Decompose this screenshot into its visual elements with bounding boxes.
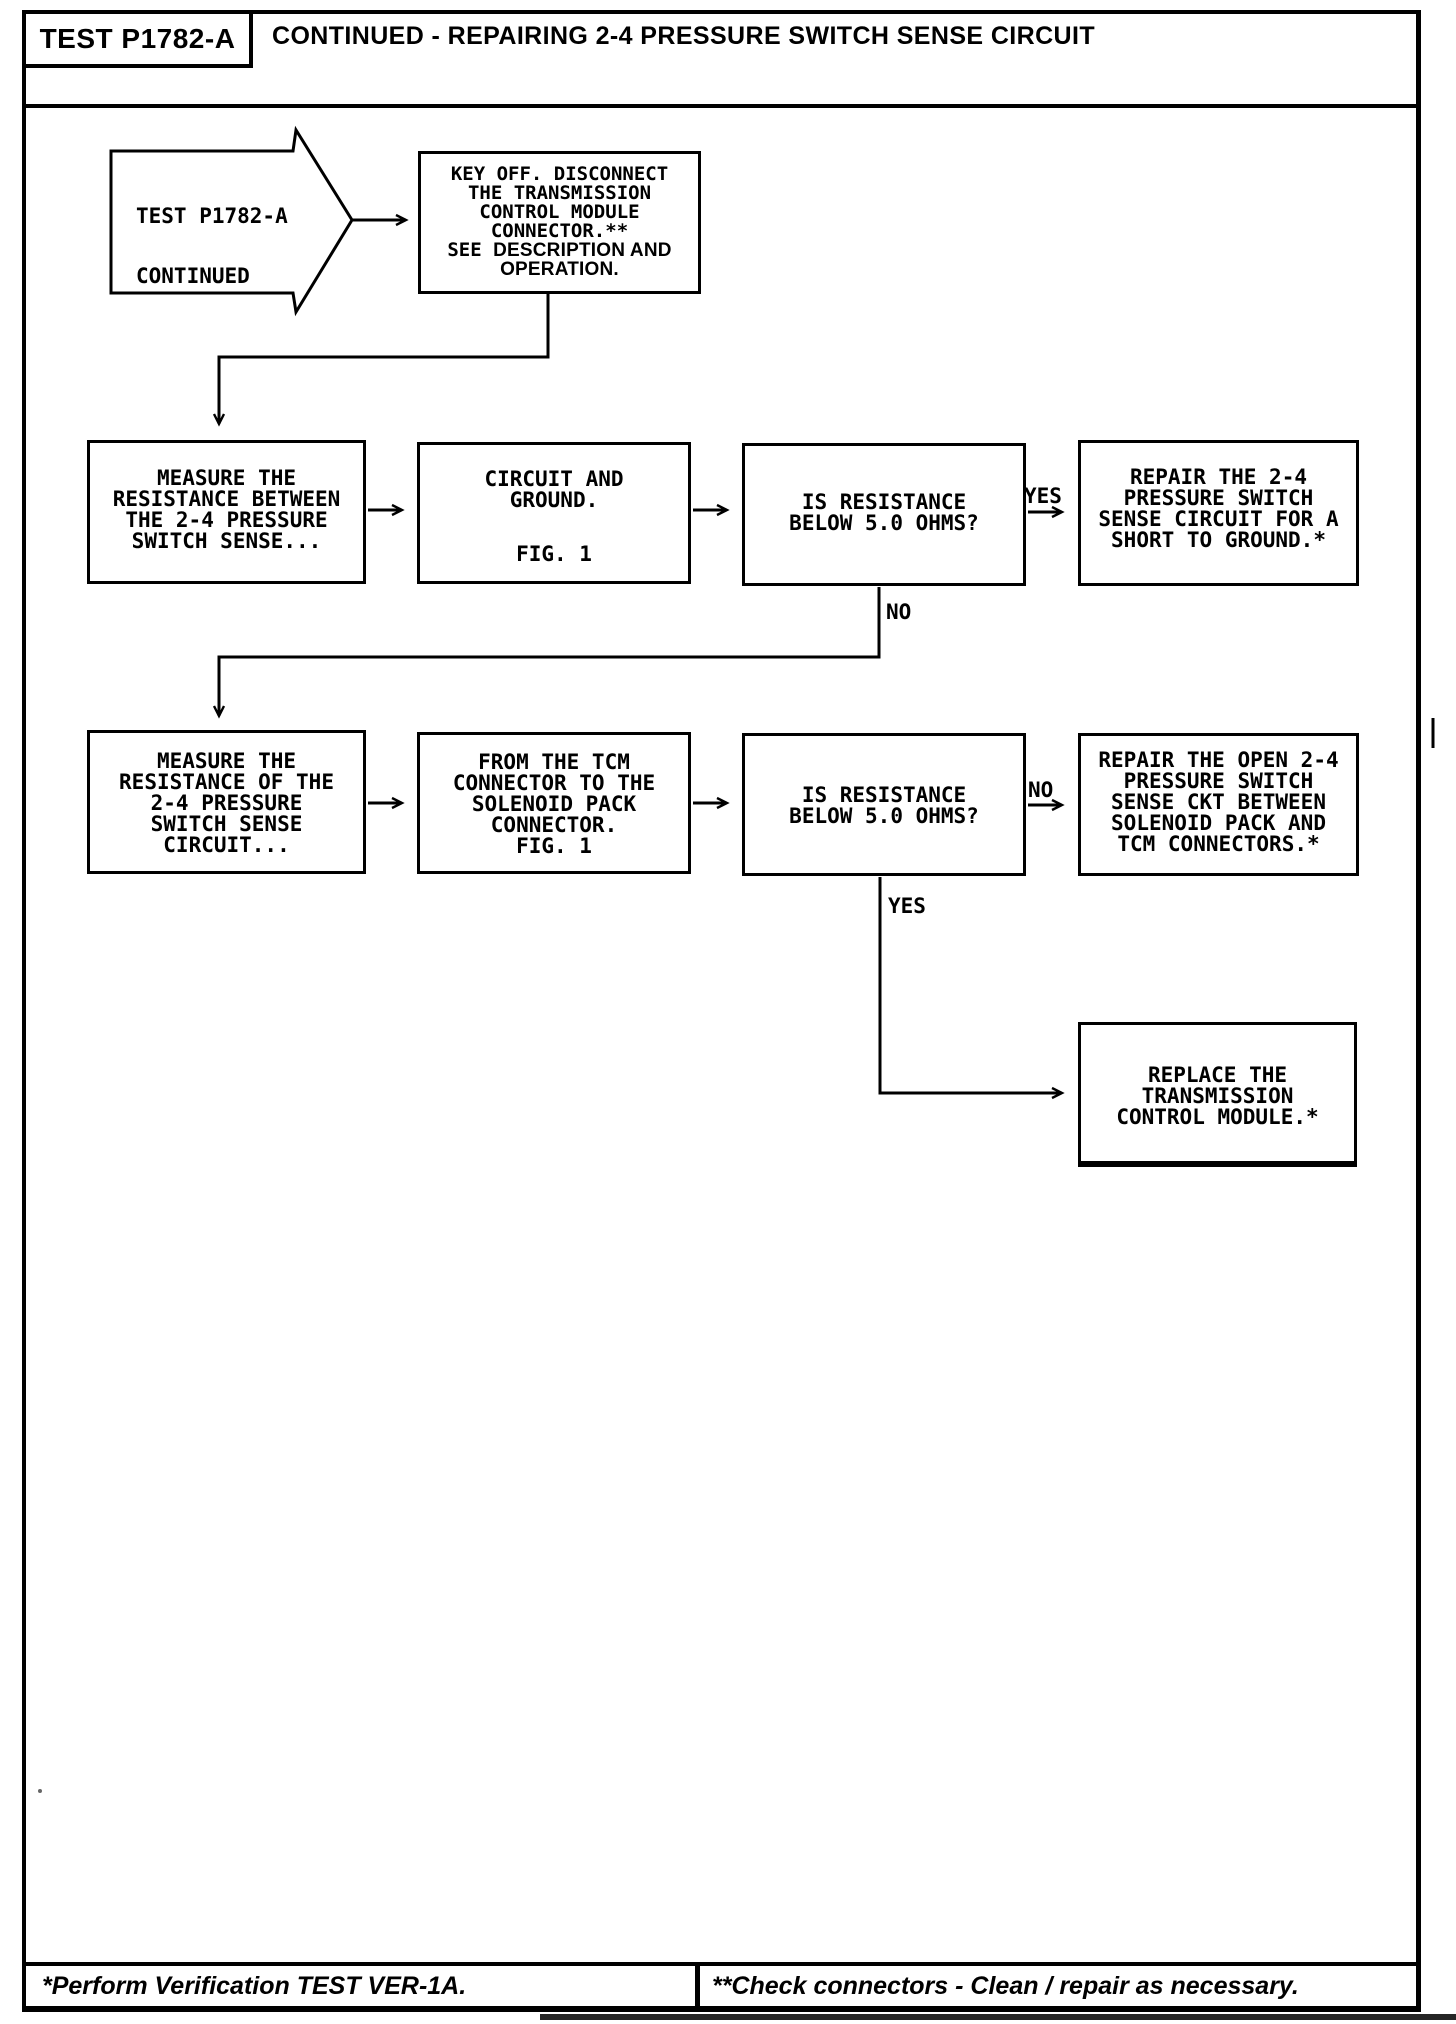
box-line: RESISTANCE OF THE [119, 770, 334, 794]
footer-divider [695, 1962, 700, 2012]
box-line: REPAIR THE OPEN 2-4 [1098, 748, 1339, 772]
footer-border-top [22, 1962, 1421, 1966]
box-line: THE TRANSMISSION [467, 182, 652, 204]
box-line: SENSE CKT BETWEEN [1111, 790, 1326, 814]
footnote-connectors: **Check connectors - Clean / repair as n… [712, 1972, 1299, 2000]
box-line: MEASURE THE [156, 466, 297, 490]
box-line: SHORT TO GROUND.* [1111, 528, 1326, 552]
node-is-resistance-2: IS RESISTANCE BELOW 5.0 OHMS? [742, 733, 1026, 876]
box-line: TRANSMISSION [1141, 1084, 1294, 1108]
test-id-label: TEST P1782-A [39, 23, 236, 54]
entry-line: TEST P1782-A [136, 204, 288, 228]
box-line: IS RESISTANCE [801, 490, 967, 514]
box-line: REPLACE THE [1147, 1063, 1288, 1087]
connector-row2-no-branch [212, 587, 881, 719]
footnote-verification: *Perform Verification TEST VER-1A. [42, 1972, 467, 2000]
node-repair-open-circuit: REPAIR THE OPEN 2-4 PRESSURE SWITCH SENS… [1078, 733, 1359, 876]
box-line: SENSE CIRCUIT FOR A [1098, 507, 1339, 531]
box-line: MEASURE THE [156, 749, 297, 773]
box-line: THE 2-4 PRESSURE [125, 508, 328, 532]
box-line: CONNECTOR.** [490, 220, 629, 242]
entry-arrow-text: TEST P1782-A CONTINUED [136, 166, 288, 326]
connector-row3-yes-branch [878, 877, 1065, 1100]
box-line: IS RESISTANCE [801, 783, 967, 807]
figure-ref: FIG. 1 [516, 834, 592, 858]
box-line: PRESSURE SWITCH [1123, 486, 1314, 510]
box-line: 2-4 PRESSURE [150, 791, 303, 815]
node-measure-between: MEASURE THE RESISTANCE BETWEEN THE 2-4 P… [87, 440, 366, 584]
box-line: BELOW 5.0 OHMS? [789, 511, 979, 535]
node-key-off: KEY OFF. DISCONNECT THE TRANSMISSION CON… [418, 151, 701, 294]
box-line: CONNECTOR. [490, 813, 618, 837]
branch-label-no-1: NO [886, 600, 912, 624]
box-line: SWITCH SENSE [150, 812, 303, 836]
box-line: SWITCH SENSE... [131, 529, 322, 553]
branch-label-yes-2: YES [888, 894, 926, 918]
box-line: PRESSURE SWITCH [1123, 769, 1314, 793]
node-measure-of-circuit: MEASURE THE RESISTANCE OF THE 2-4 PRESSU… [87, 730, 366, 874]
entry-line: CONTINUED [136, 264, 250, 288]
footer-border-bottom [22, 2006, 1421, 2012]
node-replace-tcm: REPLACE THE TRANSMISSION CONTROL MODULE.… [1078, 1022, 1357, 1167]
scan-artifact-dot [38, 1789, 42, 1793]
box-line: CONTROL MODULE [479, 201, 640, 223]
box-line: SOLENOID PACK AND [1111, 811, 1326, 835]
node-circuit-and-ground: CIRCUIT AND GROUND. FIG. 1 [417, 442, 691, 584]
page-border-top [22, 10, 1421, 14]
box-line: TCM CONNECTORS.* [1117, 832, 1320, 856]
test-id-box: TEST P1782-A [22, 10, 253, 68]
box-line: CIRCUIT... [163, 833, 290, 857]
connector-keyoff-to-measure1 [212, 294, 550, 427]
figure-ref: FIG. 1 [516, 542, 592, 566]
page-title: CONTINUED - REPAIRING 2-4 PRESSURE SWITC… [272, 22, 1096, 50]
box-line: REPAIR THE 2-4 [1129, 465, 1307, 489]
box-line: RESISTANCE BETWEEN [112, 487, 341, 511]
branch-label-yes-1: YES [1024, 484, 1062, 508]
page-border-left [22, 10, 26, 2012]
entry-arrow-shape [109, 125, 354, 317]
box-line: FROM THE TCM [478, 750, 630, 774]
box-line: BELOW 5.0 OHMS? [789, 804, 979, 828]
see-text: SEE [447, 239, 494, 261]
node-from-tcm-connector: FROM THE TCM CONNECTOR TO THE SOLENOID P… [417, 732, 691, 874]
see-description-text: DESCRIPTION AND [493, 240, 672, 261]
branch-label-no-2: NO [1028, 778, 1054, 802]
header-rule [22, 104, 1421, 108]
box-line: CONNECTOR TO THE [452, 771, 656, 795]
box-line: CIRCUIT AND [484, 467, 624, 491]
box-line: SEE DESCRIPTION AND [421, 239, 698, 261]
box-line: KEY OFF. DISCONNECT [450, 163, 669, 185]
node-is-resistance-1: IS RESISTANCE BELOW 5.0 OHMS? [742, 443, 1026, 586]
box-line: GROUND. [509, 488, 599, 512]
node-repair-short-to-ground: REPAIR THE 2-4 PRESSURE SWITCH SENSE CIR… [1078, 440, 1359, 586]
box-line: SOLENOID PACK [471, 792, 637, 816]
box-line: CONTROL MODULE.* [1116, 1105, 1319, 1129]
box-line: OPERATION. [500, 259, 619, 280]
scan-artifact-bottom-bar [540, 2014, 1456, 2020]
page-border-right [1416, 10, 1421, 2012]
